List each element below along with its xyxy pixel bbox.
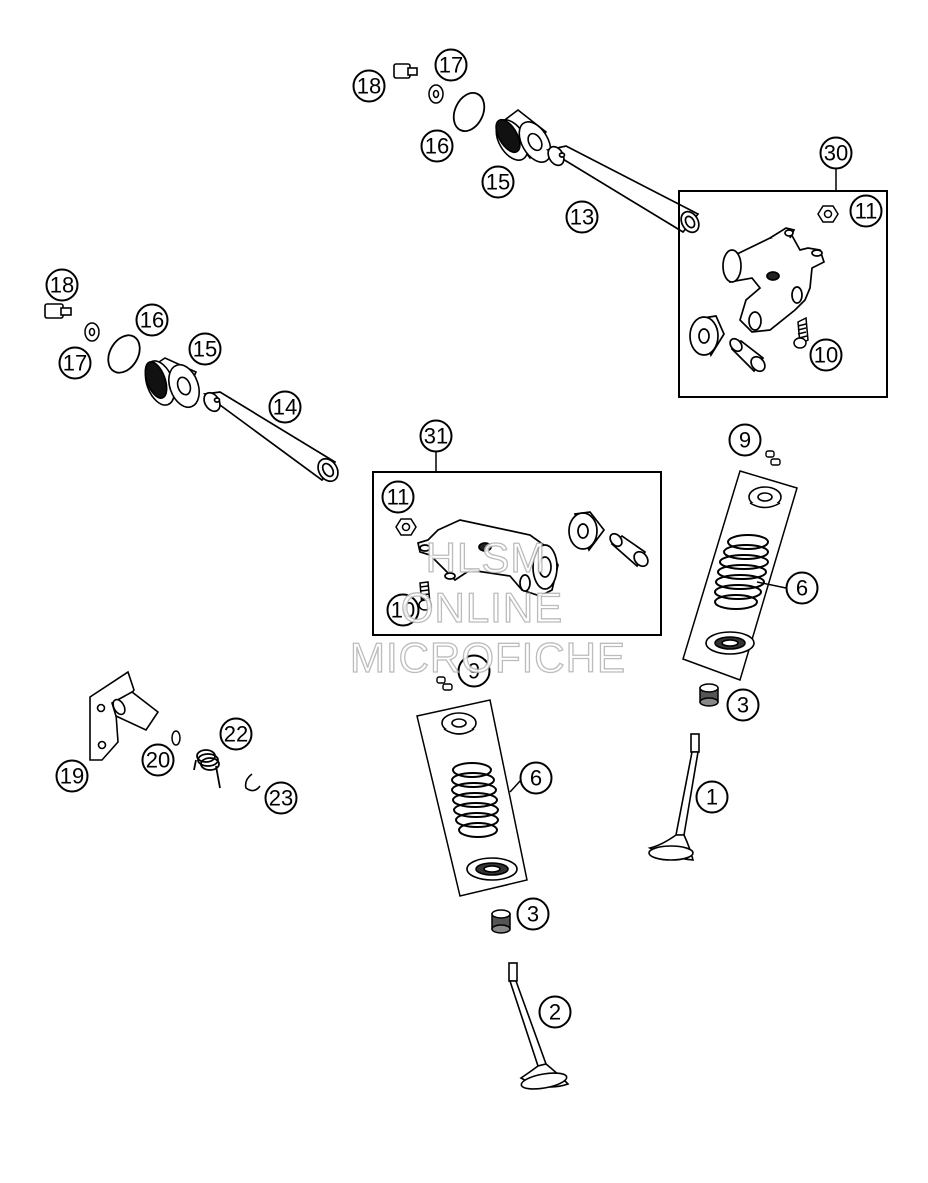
nut-11-kit30	[817, 205, 839, 223]
o-ring-16-left	[107, 334, 141, 374]
svg-text:6: 6	[796, 576, 808, 601]
callout-14: 14	[268, 390, 302, 424]
svg-text:16: 16	[425, 134, 449, 159]
callout-6-right: 6	[756, 571, 819, 605]
rocker-shaft-13	[545, 145, 700, 234]
roller-kit30	[689, 315, 725, 358]
svg-text:30: 30	[824, 141, 848, 166]
washer-17-upper	[428, 84, 444, 104]
svg-text:9: 9	[739, 428, 751, 453]
svg-text:3: 3	[527, 902, 539, 927]
svg-text:31: 31	[424, 424, 448, 449]
svg-text:17: 17	[63, 351, 87, 376]
svg-text:23: 23	[269, 786, 293, 811]
o-ring-16-upper	[452, 92, 486, 132]
callout-18-upper: 18	[352, 69, 386, 103]
callout-3-left: 3	[516, 897, 550, 931]
pin-kit31	[609, 532, 649, 568]
bushing-15-upper	[495, 108, 552, 163]
callout-10-kit30: 10	[809, 338, 843, 372]
washer-17-left	[84, 322, 100, 342]
washer-20	[171, 730, 181, 746]
svg-text:20: 20	[146, 748, 170, 773]
svg-text:13: 13	[570, 205, 594, 230]
bolt-18-left	[44, 303, 72, 319]
callout-3-right: 3	[726, 688, 760, 722]
adjuster-screw-10-kit30	[793, 316, 809, 349]
valve-2	[508, 962, 570, 1090]
callout-23: 23	[264, 781, 298, 815]
callout-1: 1	[695, 780, 729, 814]
callout-17-upper: 17	[434, 48, 468, 82]
callout-17-left: 17	[58, 346, 92, 380]
callout-18-left: 18	[45, 268, 79, 302]
svg-text:17: 17	[439, 53, 463, 78]
svg-text:10: 10	[814, 343, 838, 368]
nut-11-kit31	[395, 518, 417, 536]
svg-text:22: 22	[224, 722, 248, 747]
callout-20: 20	[141, 743, 175, 777]
svg-text:10: 10	[391, 598, 415, 623]
watermark-line-2: ONLINE	[401, 584, 563, 631]
spring-22	[193, 749, 221, 789]
callout-15-upper: 15	[481, 165, 515, 199]
callout-11-kit31: 11	[381, 480, 415, 514]
svg-text:3: 3	[737, 693, 749, 718]
svg-text:11: 11	[387, 485, 410, 510]
rocker-shaft-14	[202, 391, 339, 483]
watermark-line-3: MICROFICHE	[350, 634, 626, 681]
adjuster-screw-10-kit31	[418, 581, 432, 611]
callout-13: 13	[565, 200, 599, 234]
collet-9-right	[765, 450, 781, 466]
rocker-arm-31	[416, 519, 559, 597]
watermark: HLSM ONLINE MICROFICHE	[349, 533, 626, 681]
decompressor-shaft-19	[89, 670, 160, 761]
collet-9-left	[436, 676, 453, 691]
callout-22: 22	[219, 717, 253, 751]
callout-6-left: 6	[509, 761, 553, 795]
callout-9-right: 9	[728, 423, 762, 457]
svg-text:11: 11	[855, 199, 878, 224]
roller-kit31	[568, 511, 606, 552]
callout-31: 31	[419, 419, 453, 453]
svg-text:18: 18	[357, 74, 381, 99]
callout-2: 2	[538, 995, 572, 1029]
callout-10-kit31: 10	[386, 593, 420, 627]
rocker-arm-30	[722, 227, 826, 333]
rocker-arm-kit-30	[678, 166, 888, 398]
bushing-15-left	[144, 357, 200, 409]
svg-text:2: 2	[549, 1000, 561, 1025]
spring-kit-6-right	[682, 470, 798, 681]
spring-kit-6-left	[416, 699, 528, 897]
rocker-arm-kit-31	[372, 448, 662, 636]
callout-16-left: 16	[135, 303, 169, 337]
bolt-18-upper	[393, 63, 418, 79]
circlip-23	[244, 773, 261, 792]
valve-1	[647, 733, 700, 861]
callout-30: 30	[819, 136, 853, 170]
svg-text:16: 16	[140, 308, 164, 333]
svg-text:15: 15	[193, 337, 217, 362]
svg-text:6: 6	[530, 766, 542, 791]
pin-kit30	[729, 337, 766, 373]
callout-15-left: 15	[188, 332, 222, 366]
svg-text:19: 19	[60, 764, 84, 789]
svg-text:1: 1	[706, 785, 718, 810]
watermark-line-1: HLSM	[426, 534, 547, 581]
svg-text:18: 18	[50, 273, 74, 298]
callout-19: 19	[55, 759, 89, 793]
svg-text:14: 14	[273, 395, 297, 420]
callout-11-kit30: 11	[849, 194, 883, 228]
callout-16-upper: 16	[420, 129, 454, 163]
valve-seal-3-right	[699, 683, 719, 707]
valve-seal-3-left	[491, 909, 511, 934]
callout-9-left: 9	[457, 654, 491, 688]
svg-text:9: 9	[468, 659, 480, 684]
valve-spring-left	[451, 762, 499, 838]
svg-text:15: 15	[486, 170, 510, 195]
valve-spring-right	[714, 534, 769, 610]
